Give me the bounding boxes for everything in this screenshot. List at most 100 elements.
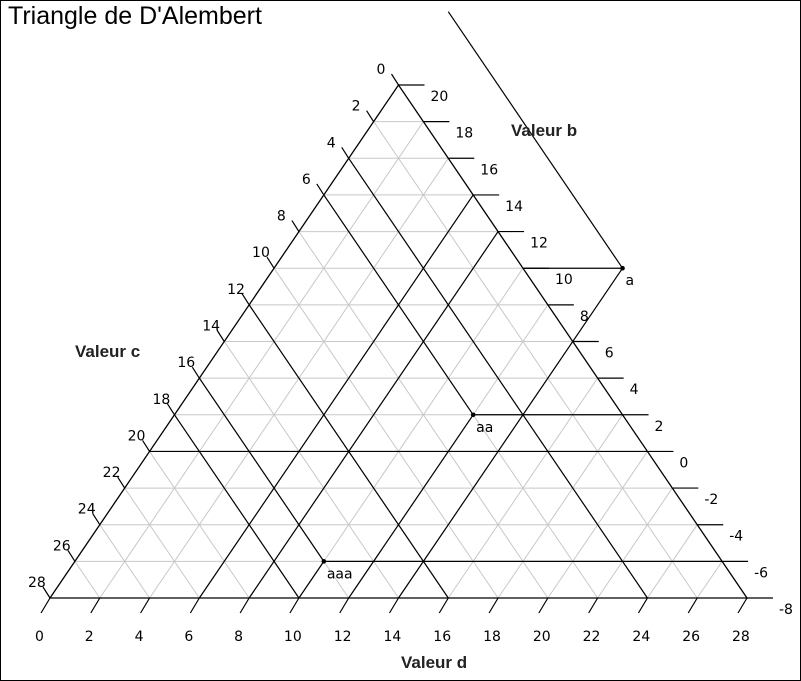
point-c-line <box>323 194 474 416</box>
tick-d <box>140 597 151 614</box>
point-c-line <box>198 377 325 562</box>
tick-label-b: -2 <box>704 492 718 508</box>
tick-label-c: 0 <box>377 62 386 78</box>
point-label: a <box>626 273 635 289</box>
grid-line-diagonal <box>696 561 723 599</box>
axis-title-c: Valeur c <box>75 342 140 361</box>
grid-line-diagonal <box>373 121 698 599</box>
tick-label-d: 16 <box>433 629 451 645</box>
tick-label-b: -4 <box>729 529 743 545</box>
tick-label-b: -6 <box>754 565 768 581</box>
tick-label-b: 20 <box>431 89 449 105</box>
tick-label-d: 2 <box>85 629 94 645</box>
tick-label-b: 18 <box>455 126 473 142</box>
axis-ticks <box>40 73 773 614</box>
tick-label-c: 6 <box>302 172 311 188</box>
grid-line-diagonal <box>497 414 623 599</box>
tick-label-d: 10 <box>284 629 302 645</box>
tick-d <box>488 597 499 614</box>
tick-d <box>189 597 200 614</box>
grid-line-diagonal <box>149 451 250 599</box>
tick-d <box>737 597 748 614</box>
tick-d <box>40 597 51 614</box>
point-label: aaa <box>327 566 353 582</box>
tick-label-b: 14 <box>505 199 523 215</box>
tick-label-c: 24 <box>78 502 96 518</box>
tick-label-d: 8 <box>234 629 243 645</box>
grid-line-diagonal <box>298 231 549 599</box>
tick-label-d: 12 <box>334 629 352 645</box>
tick-label-d: 28 <box>732 629 750 645</box>
tick-label-b: 0 <box>679 455 688 471</box>
tick-label-d: 14 <box>384 629 402 645</box>
tick-label-c: 16 <box>177 355 195 371</box>
tick-label-c: 4 <box>327 135 336 151</box>
point-label: aa <box>476 420 493 436</box>
tick-label-b: -8 <box>779 602 793 618</box>
grid-line-diagonal <box>99 524 150 599</box>
highlight-c-line <box>348 157 648 599</box>
point-marker <box>620 265 625 271</box>
tick-label-d: 0 <box>35 629 44 645</box>
tick-label-c: 10 <box>252 245 270 261</box>
tick-label-d: 20 <box>533 629 551 645</box>
tick-c <box>92 513 101 526</box>
tick-d <box>637 597 648 614</box>
tick-label-c: 22 <box>103 465 121 481</box>
diagram-title: Triangle de D'Alembert <box>8 2 262 30</box>
tick-label-b: 10 <box>555 272 573 288</box>
grid-line-diagonal <box>273 267 499 599</box>
tick-label-b: 8 <box>580 309 589 325</box>
triangle-grid <box>74 121 723 599</box>
tick-d <box>538 597 549 614</box>
highlight-d-line <box>248 231 499 599</box>
point-d-line <box>298 561 325 599</box>
tick-c <box>142 440 151 452</box>
point-d-line <box>398 267 624 599</box>
grid-line-diagonal <box>298 267 524 599</box>
tick-label-c: 26 <box>53 538 71 554</box>
point-marker <box>321 559 327 564</box>
tick-label-c: 8 <box>277 209 286 225</box>
tick-label-d: 26 <box>682 629 700 645</box>
tick-label-c: 18 <box>152 392 170 408</box>
tick-c <box>390 73 400 86</box>
point-d-line <box>348 414 474 599</box>
highlight-c-line <box>173 414 300 599</box>
tick-label-b: 4 <box>630 382 639 398</box>
tick-label-d: 18 <box>483 629 501 645</box>
tick-label-d: 4 <box>135 629 144 645</box>
highlight-d-line <box>198 194 474 599</box>
tick-d <box>588 597 599 614</box>
tick-label-d: 22 <box>583 629 601 645</box>
point-marker <box>470 412 476 418</box>
tick-label-d: 24 <box>632 629 650 645</box>
point-c-line <box>447 11 624 269</box>
grid-line-diagonal <box>74 561 101 599</box>
tick-c <box>67 550 76 562</box>
tick-label-d: 6 <box>184 629 193 645</box>
axis-title-d: Valeur d <box>401 653 467 672</box>
tick-c <box>216 330 225 342</box>
tick-label-c: 20 <box>128 428 146 444</box>
tick-c <box>266 256 275 269</box>
tick-c <box>316 183 325 196</box>
tick-label-b: 6 <box>605 346 614 362</box>
tick-d <box>239 597 250 614</box>
tick-d <box>289 597 300 614</box>
tick-label-c: 14 <box>202 319 220 335</box>
highlight-lines <box>149 11 723 599</box>
tick-c <box>241 293 250 306</box>
tick-d <box>90 597 101 614</box>
tick-label-c: 12 <box>227 282 245 298</box>
tick-c <box>117 476 126 489</box>
tick-d <box>438 597 449 614</box>
grid-line-diagonal <box>597 487 673 599</box>
tick-d <box>687 597 698 614</box>
tick-c <box>366 110 375 122</box>
tick-label-b: 2 <box>655 419 664 435</box>
